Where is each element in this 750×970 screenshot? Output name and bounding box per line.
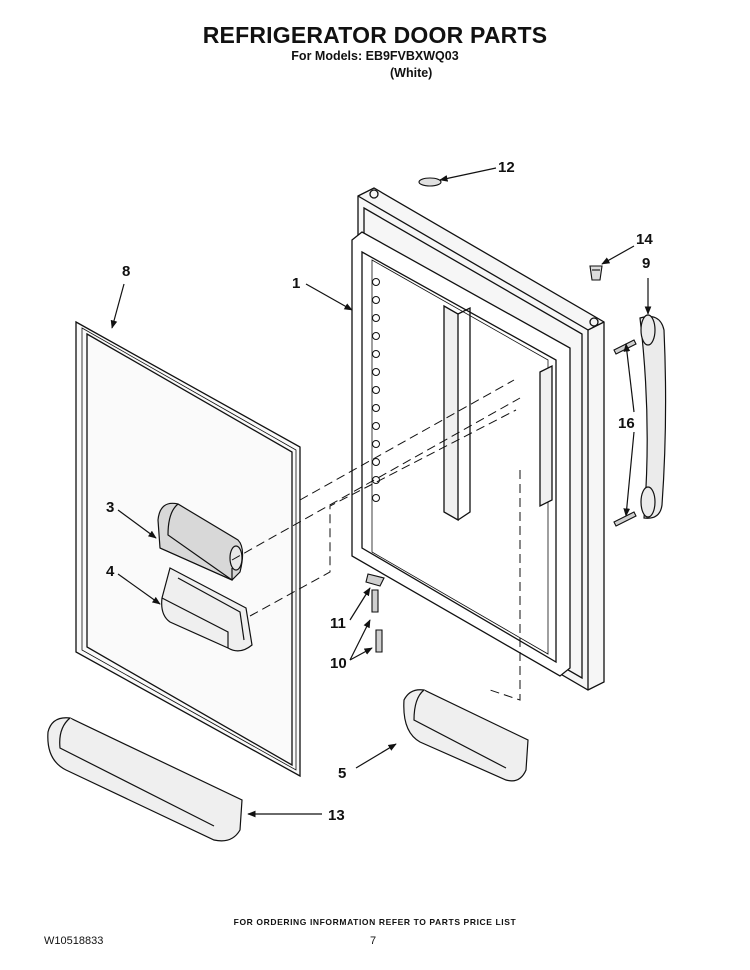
callout-9: 9 [642, 255, 650, 272]
ordering-note: FOR ORDERING INFORMATION REFER TO PARTS … [233, 917, 517, 927]
hinge-holes [372, 278, 380, 502]
model-line: For Models: EB9FVBXWQ03 [291, 49, 459, 63]
dairy-bin [161, 567, 253, 652]
long-door-bin [47, 717, 243, 842]
page-title: REFRIGERATOR DOOR PARTS [202, 22, 548, 48]
callout-16: 16 [618, 415, 635, 432]
hinge-pin [418, 177, 603, 281]
dairy-cover [157, 502, 244, 581]
callout-1: 1 [292, 275, 300, 292]
door-handle [639, 314, 667, 519]
door-frame [351, 187, 605, 691]
callout-14: 14 [636, 231, 653, 248]
document-id: W10518833 [44, 935, 104, 947]
assembly-lines [231, 379, 521, 701]
callout-11: 11 [330, 615, 346, 632]
callout-8: 8 [122, 263, 130, 280]
callout-3: 3 [106, 499, 114, 516]
callout-5: 5 [338, 765, 346, 782]
screws [365, 339, 637, 653]
callout-13: 13 [328, 807, 345, 824]
door-bin [403, 689, 529, 782]
callout-4: 4 [106, 563, 115, 580]
color-variant: (White) [390, 66, 433, 80]
callout-10: 10 [330, 655, 347, 672]
leader-arrows [110, 167, 652, 818]
page-number: 7 [370, 935, 377, 947]
callout-12: 12 [498, 159, 515, 176]
